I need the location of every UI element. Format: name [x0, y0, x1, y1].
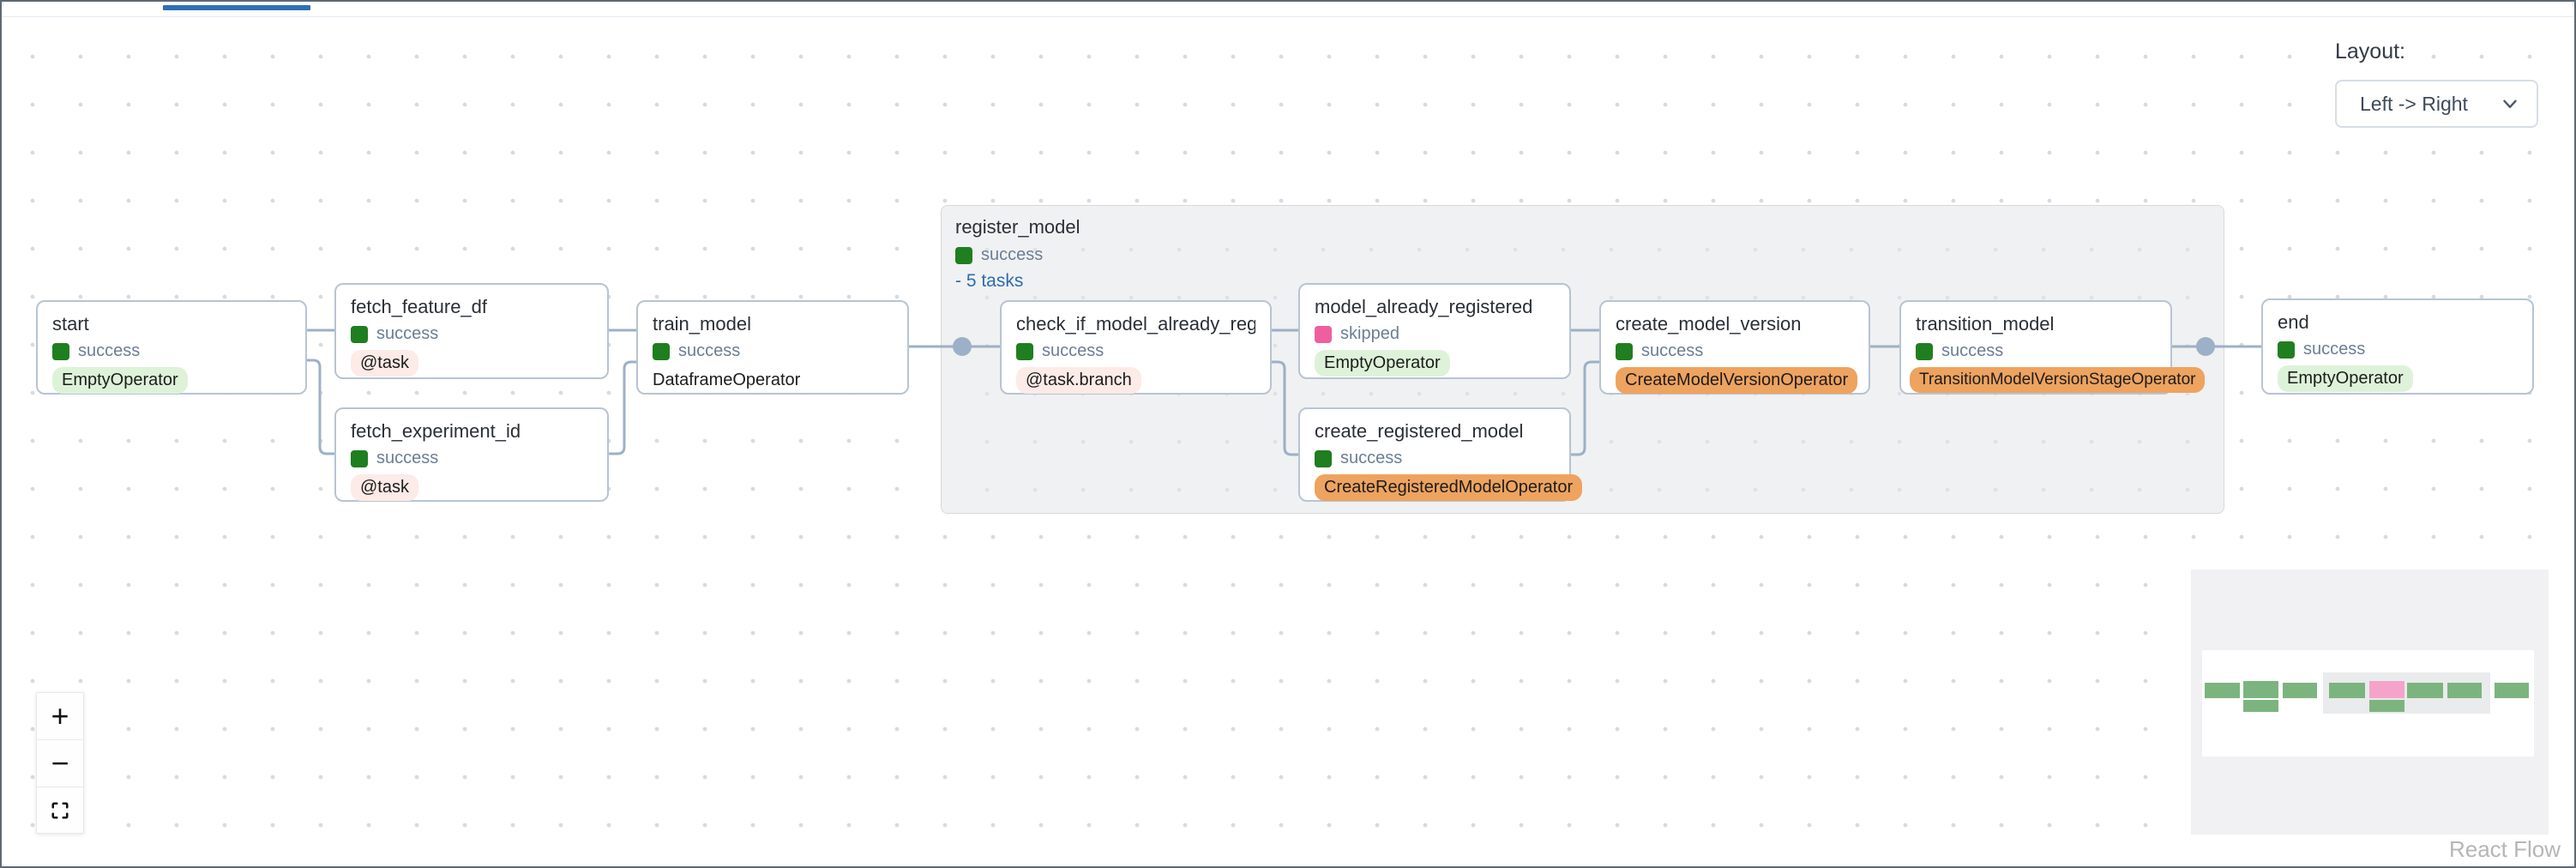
task-title: fetch_feature_df: [351, 296, 488, 317]
task-node-fetch-experiment-id[interactable]: fetch_experiment_id success @task: [334, 407, 609, 502]
operator-badge: @task: [351, 474, 418, 501]
task-title: create_registered_model: [1315, 420, 1524, 442]
task-title: train_model: [653, 313, 751, 335]
task-node-check-if-model-already-registered[interactable]: check_if_model_already_regis... success …: [1000, 300, 1272, 395]
operator-badge: CreateRegisteredModelOperator: [1315, 474, 1583, 501]
status-square-icon: [1616, 342, 1633, 360]
operator-badge: EmptyOperator: [52, 367, 188, 394]
operator-badge: CreateModelVersionOperator: [1616, 367, 1858, 394]
minimap-node: [2243, 700, 2278, 712]
task-node-fetch-feature-df[interactable]: fetch_feature_df success @task: [334, 283, 609, 379]
task-title: fetch_experiment_id: [351, 420, 521, 442]
task-status: success: [2278, 340, 2518, 359]
minimap-node: [2329, 683, 2365, 698]
minimap-node: [2369, 700, 2404, 712]
status-square-icon: [2278, 341, 2295, 359]
task-status: success: [1916, 341, 2156, 361]
status-square-icon: [1315, 449, 1332, 467]
minimap-node: [2407, 683, 2443, 698]
minimap-node: [2369, 681, 2404, 698]
minimap-node: [2447, 683, 2482, 698]
minimap-node: [2243, 681, 2278, 698]
task-status: success: [1616, 341, 1854, 361]
task-node-start[interactable]: start success EmptyOperator: [36, 300, 307, 395]
operator-badge: TransitionModelVersionStageOperator: [1910, 367, 2206, 393]
zoom-in-button[interactable]: +: [36, 692, 84, 739]
graph-controls: + −: [36, 692, 84, 834]
status-square-icon: [1916, 342, 1933, 360]
task-status: skipped: [1315, 324, 1555, 344]
layout-direction-value: Left -> Right: [2360, 92, 2468, 115]
task-node-create-registered-model[interactable]: create_registered_model success CreateRe…: [1298, 407, 1583, 502]
task-group-status: success: [955, 245, 2210, 265]
status-square-icon: [52, 342, 69, 360]
task-node-train-model[interactable]: train_model success DataframeOperator: [636, 300, 909, 395]
task-group-header: register_model success - 5 tasks: [942, 206, 2224, 302]
minimap-node: [2205, 683, 2240, 698]
task-node-transition-model[interactable]: transition_model success TransitionModel…: [1899, 300, 2206, 395]
collapse-tasks-link[interactable]: - 5 tasks: [955, 271, 1024, 291]
status-square-icon: [653, 342, 670, 360]
active-tab-indicator: [163, 5, 310, 10]
task-title: end: [2278, 311, 2309, 333]
task-title: check_if_model_already_regis...: [1016, 313, 1255, 335]
operator-badge: @task.branch: [1016, 367, 1141, 394]
minimap-node: [2283, 683, 2317, 698]
fit-view-icon: [51, 801, 69, 819]
task-status: success: [52, 341, 291, 361]
task-status: success: [351, 324, 593, 344]
task-status: success: [1315, 449, 1555, 468]
fit-view-button[interactable]: [36, 787, 84, 834]
minimap-node: [2495, 683, 2529, 698]
task-title: transition_model: [1916, 313, 2055, 335]
status-square-icon: [1016, 342, 1033, 360]
task-status: success: [1016, 341, 1255, 361]
layout-direction-select[interactable]: Left -> Right: [2335, 80, 2538, 128]
task-node-model-already-registered[interactable]: model_already_registered skipped EmptyOp…: [1298, 283, 1571, 379]
status-square-icon: [1315, 325, 1332, 343]
operator-badge: @task: [351, 350, 418, 377]
layout-label: Layout:: [2335, 39, 2406, 63]
operator-badge: EmptyOperator: [2278, 365, 2413, 392]
top-bar: [2, 2, 2574, 17]
task-title: start: [52, 313, 89, 335]
chevron-down-icon: [2499, 93, 2521, 115]
layout-panel: Layout: Left -> Right: [2335, 39, 2538, 128]
minimap[interactable]: [2191, 570, 2549, 835]
task-node-end[interactable]: end success EmptyOperator: [2261, 298, 2534, 395]
status-square-icon: [351, 449, 368, 467]
task-node-create-model-version[interactable]: create_model_version success CreateModel…: [1599, 300, 1870, 395]
task-status: success: [351, 449, 593, 468]
task-title: create_model_version: [1616, 313, 1802, 335]
status-square-icon: [351, 325, 368, 343]
operator-badge: EmptyOperator: [1315, 350, 1450, 377]
task-group-title: register_model: [955, 216, 1080, 238]
task-title: model_already_registered: [1315, 296, 1533, 317]
task-status: success: [653, 341, 893, 361]
operator-label: DataframeOperator: [653, 371, 801, 389]
react-flow-attribution[interactable]: React Flow: [2448, 836, 2561, 862]
zoom-out-button[interactable]: −: [36, 739, 84, 787]
status-square-icon: [955, 246, 972, 264]
